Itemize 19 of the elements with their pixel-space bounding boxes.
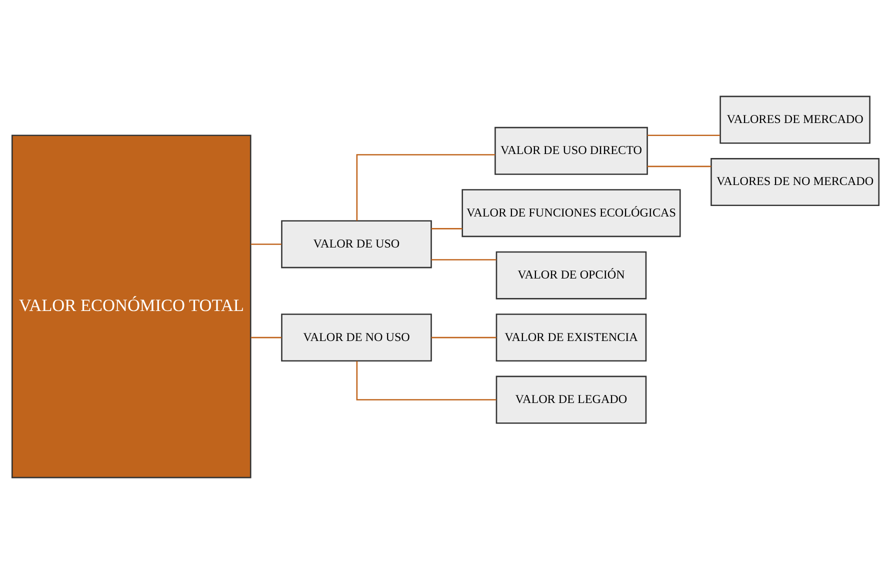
node-box: VALOR DE OPCIÓN xyxy=(496,251,647,300)
connector xyxy=(356,361,496,400)
node-box: VALORES DE NO MERCADO xyxy=(710,158,880,206)
connector xyxy=(431,228,462,230)
node-box: VALOR DE EXISTENCIA xyxy=(496,314,647,362)
connector xyxy=(431,336,496,338)
connector xyxy=(356,154,496,221)
node-box: VALOR DE USO DIRECTO xyxy=(494,126,648,175)
node-box: VALOR DE FUNCIONES ECOLÓGICAS xyxy=(462,189,681,238)
connector xyxy=(250,244,282,245)
connector xyxy=(647,166,712,168)
node-box: VALOR DE LEGADO xyxy=(496,376,647,424)
node-box: VALOR ECONÓMICO TOTAL xyxy=(11,134,252,478)
connector xyxy=(250,336,282,338)
node-box: VALORES DE MERCADO xyxy=(720,96,870,144)
connector xyxy=(431,259,496,260)
connector xyxy=(647,134,720,136)
node-box: VALOR DE NO USO xyxy=(281,314,432,362)
node-box: VALOR DE USO xyxy=(281,220,432,268)
